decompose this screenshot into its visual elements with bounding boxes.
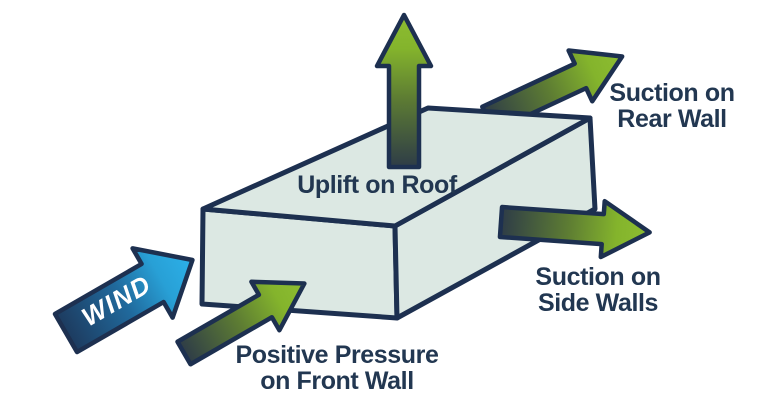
rear-wall-label-line2: Rear Wall [617, 105, 726, 133]
front-wall-pressure-arrow [175, 279, 307, 367]
side-walls-label-line1: Suction on [535, 263, 660, 291]
wind-arrow-shape [52, 246, 195, 355]
uplift-arrow [374, 12, 434, 170]
uplift-roof-label: Uplift on Roof [297, 171, 458, 199]
front-wall-label-line1: Positive Pressure [235, 341, 439, 369]
side-wall-suction-arrow [497, 198, 652, 260]
front-wall-label-line2: on Front Wall [260, 367, 414, 395]
side-walls-label-line2: Side Walls [538, 289, 658, 317]
rear-wall-label-line1: Suction on [609, 79, 734, 107]
